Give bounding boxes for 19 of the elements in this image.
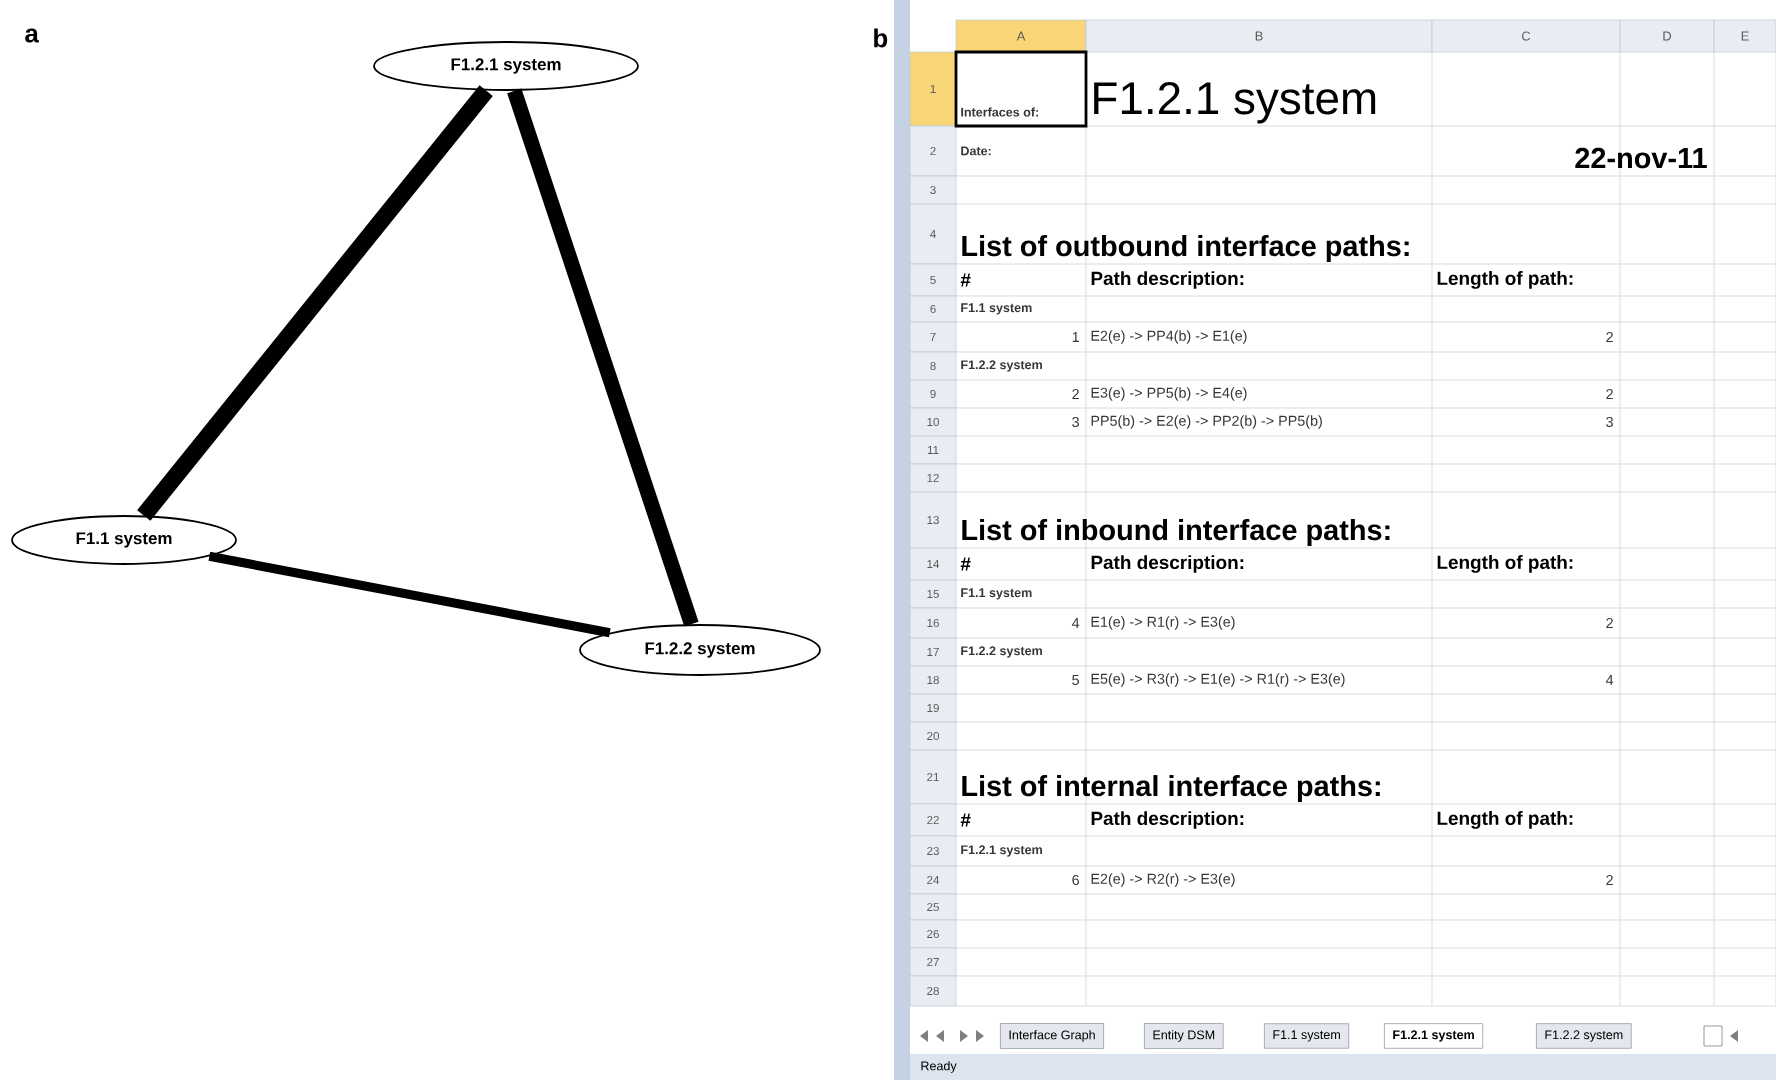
table-heading: # — [960, 813, 971, 827]
table-heading: Path description: — [1091, 555, 1244, 573]
table-heading: Length of path: — [1437, 811, 1573, 829]
section-heading: List of outbound interface paths: — [962, 235, 1409, 262]
table-heading: # — [960, 273, 971, 287]
table-heading: Length of path: — [1437, 271, 1573, 289]
panel-letter: b — [874, 28, 888, 48]
section-heading: List of inbound interface paths: — [962, 519, 1390, 546]
date-value: 22-nov-11 — [1575, 147, 1707, 169]
table-heading: # — [960, 557, 971, 571]
table-heading: Path description: — [1091, 271, 1244, 289]
connector-line — [137, 85, 493, 521]
table-heading: Length of path: — [1437, 555, 1573, 573]
connector-line — [507, 88, 699, 627]
connector-line — [208, 551, 611, 638]
table-heading: Path description: — [1091, 811, 1244, 829]
panel-letter: a — [25, 28, 39, 43]
sheet-title: F1.2.1 system — [1094, 82, 1376, 124]
section-heading: List of internal interface paths: — [962, 775, 1380, 802]
